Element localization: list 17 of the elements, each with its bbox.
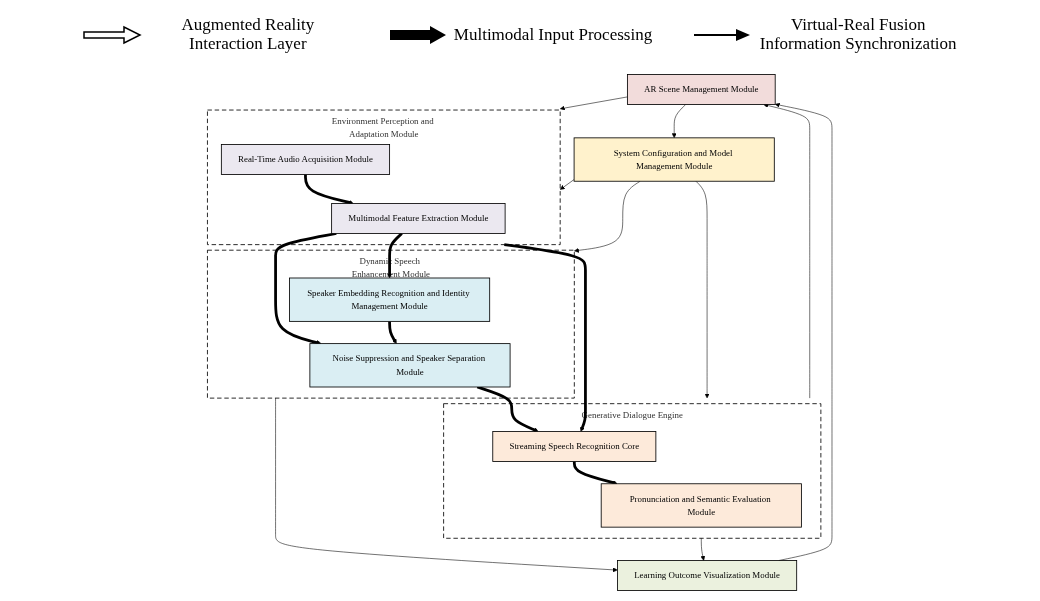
node-box: Speaker Embedding Recognition and Identity Management Module — [289, 277, 491, 322]
node-box: Real-Time Audio Acquisition Module — [221, 144, 391, 175]
node-box: System Configuration and Model Management Module — [573, 137, 775, 182]
node-box: Learning Outcome Visualization Module — [617, 560, 798, 591]
arrow — [388, 321, 397, 344]
node-box: Multimodal Feature Extraction Module — [331, 203, 506, 234]
legend-text: Augmented Reality Interaction Layer — [180, 16, 316, 54]
node-box: AR Scene Management Module — [627, 74, 776, 105]
arrow — [274, 232, 337, 345]
node-box: Streaming Speech Recognition Core — [492, 431, 657, 462]
arrow — [504, 243, 588, 432]
legend-text: Multimodal Input Processing — [453, 25, 653, 45]
node-box: Pronunciation and Semantic Evaluation Module — [601, 483, 803, 528]
legend-text: Virtual-Real Fusion Information Synchronization — [758, 16, 958, 54]
arrow — [304, 174, 354, 205]
arrow — [387, 232, 404, 279]
node-box: Noise Suppression and Speaker Separation Module — [309, 343, 511, 388]
